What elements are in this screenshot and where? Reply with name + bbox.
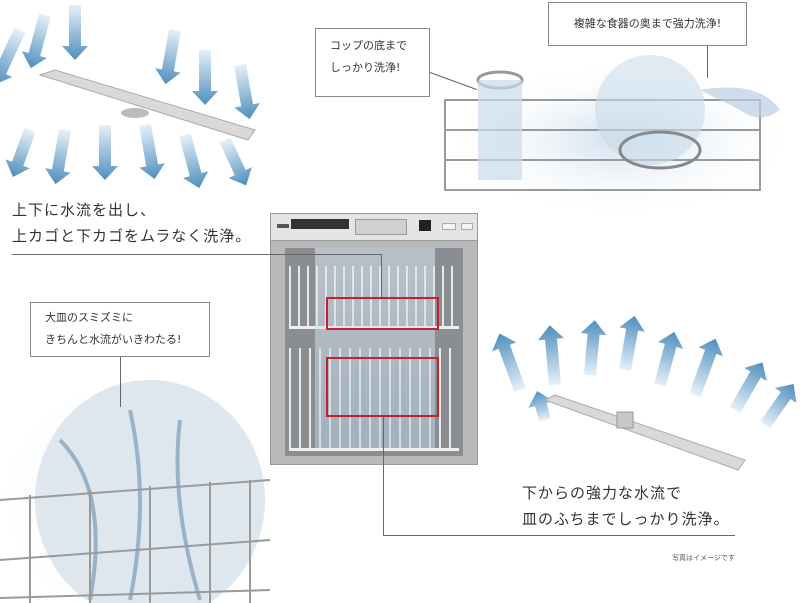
water-arrow — [528, 391, 554, 422]
water-arrow — [219, 137, 252, 186]
callout-complex: 複雑な食器の奥まで強力洗浄! — [548, 2, 747, 46]
water-arrow — [139, 123, 165, 180]
top-feature-line2: 上カゴと下カゴをムラなく洗浄。 — [12, 227, 252, 245]
callout-plate: 大皿のスミズミに きちんと水流がいきわたる! — [30, 302, 210, 357]
callout-cup: コップの底まで しっかり洗浄! — [315, 28, 430, 97]
water-arrow — [45, 128, 71, 185]
door-handle[interactable] — [355, 219, 407, 235]
water-arrow — [179, 133, 209, 189]
leader-line-top — [12, 254, 382, 255]
lower-spray-arm-image — [543, 394, 746, 471]
display-vent — [291, 219, 349, 229]
image-disclaimer: 写真はイメージです — [672, 554, 735, 562]
downward-water-arrows — [0, 5, 260, 189]
leader-line-top-drop — [381, 254, 382, 297]
bottom-feature-line1: 下からの強力な水流で — [522, 484, 683, 502]
callout-cup-line1: コップの底まで — [330, 39, 407, 52]
water-spray — [315, 248, 435, 448]
water-arrow — [729, 362, 767, 413]
callout-complex-text: 複雑な食器の奥まで強力洗浄! — [573, 17, 722, 30]
water-arrow — [5, 127, 36, 177]
lower-rack-highlight — [326, 357, 439, 417]
water-arrow — [492, 333, 526, 393]
digital-display — [419, 220, 431, 231]
water-arrow — [0, 27, 26, 85]
power-button[interactable] — [461, 223, 473, 230]
bottom-feature-line2: 皿のふちまでしっかり洗浄。 — [522, 510, 730, 528]
callout-plate-line1: 大皿のスミズミに — [45, 311, 133, 324]
callout-pointer-complex — [707, 46, 708, 78]
upper-spray-arm-image — [38, 69, 256, 141]
leader-line-bottom — [383, 535, 735, 536]
upward-water-arrows — [492, 315, 797, 429]
callout-pointer-plate — [120, 357, 121, 407]
rack-with-dishes-image — [440, 55, 800, 220]
callout-plate-line2: きちんと水流がいきわたる! — [45, 333, 182, 346]
dishwasher-interior — [285, 248, 463, 456]
water-arrow — [538, 325, 564, 386]
dishwasher-image — [270, 213, 478, 465]
callout-cup-line2: しっかり洗浄! — [330, 61, 401, 74]
top-feature-line1: 上下に水流を出し、 — [12, 201, 157, 219]
water-arrow — [192, 50, 218, 105]
water-arrow — [580, 320, 607, 376]
bottom-feature-text: 下からの強力な水流で 皿のふちまでしっかり洗浄。 — [522, 480, 730, 532]
control-panel — [271, 214, 477, 241]
upper-rack-highlight — [326, 297, 439, 330]
brand-logo — [277, 224, 289, 228]
water-arrow — [654, 331, 684, 387]
water-arrow — [760, 384, 797, 429]
start-button[interactable] — [442, 223, 456, 230]
water-arrow — [619, 315, 645, 372]
plate-in-rack-image — [0, 370, 290, 603]
leader-line-bottom-drop — [383, 417, 384, 535]
water-arrow — [62, 5, 88, 60]
top-feature-text: 上下に水流を出し、 上カゴと下カゴをムラなく洗浄。 — [12, 197, 251, 249]
water-arrow — [21, 13, 51, 69]
water-arrow — [92, 125, 118, 180]
water-arrow — [155, 28, 181, 85]
water-arrow — [234, 63, 260, 120]
water-arrow — [689, 338, 723, 398]
